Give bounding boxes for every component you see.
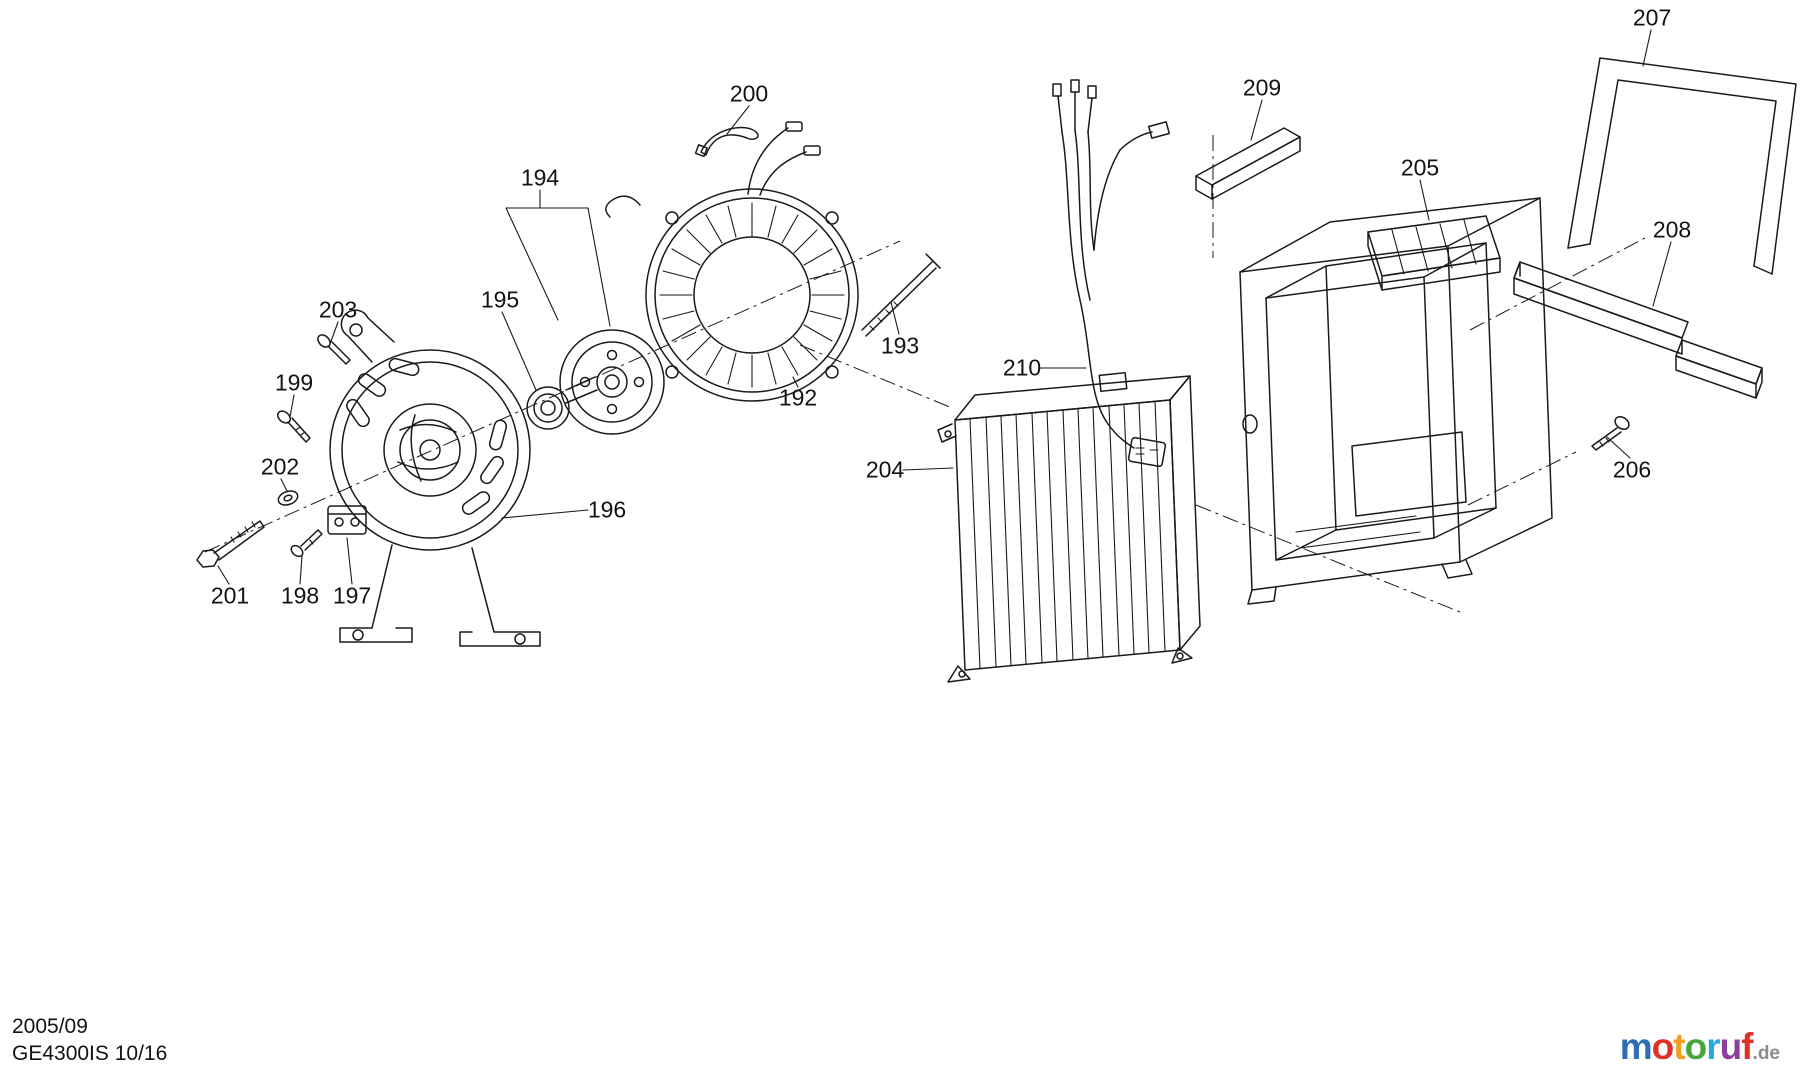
screw-198 bbox=[290, 529, 323, 558]
brand-letter-3-o: o bbox=[1684, 1026, 1708, 1067]
leader-lines bbox=[217, 29, 1672, 585]
brand-logo[interactable]: motoruf.de bbox=[1620, 1028, 1780, 1065]
part-label-198: 198 bbox=[280, 582, 320, 609]
brand-letter-6-f: f bbox=[1741, 1026, 1753, 1067]
handle-207 bbox=[1567, 57, 1797, 275]
stator-192 bbox=[605, 121, 859, 402]
part-label-194: 194 bbox=[520, 164, 560, 191]
screw-206 bbox=[1591, 416, 1630, 451]
part-label-192: 192 bbox=[778, 384, 818, 411]
part-label-197: 197 bbox=[332, 582, 372, 609]
bar-208 bbox=[1513, 261, 1763, 399]
footer-model-code: GE4300IS 10/16 bbox=[12, 1042, 168, 1065]
rotor-194 bbox=[559, 329, 665, 435]
bolt-193 bbox=[861, 253, 941, 337]
part-label-195: 195 bbox=[480, 286, 520, 313]
housing-frame bbox=[1239, 197, 1553, 605]
part-label-209: 209 bbox=[1242, 74, 1282, 101]
wiring-harness-210 bbox=[1052, 79, 1170, 468]
part-label-204: 204 bbox=[865, 456, 905, 483]
washer-202 bbox=[277, 490, 299, 506]
brand-letter-1-o: o bbox=[1651, 1026, 1675, 1067]
brand-tld: .de bbox=[1752, 1043, 1780, 1064]
top-panel-205 bbox=[1367, 215, 1501, 291]
part-label-208: 208 bbox=[1652, 216, 1692, 243]
brand-letter-4-r: r bbox=[1706, 1026, 1720, 1067]
footer-date-code: 2005/09 bbox=[12, 1015, 88, 1038]
part-label-206: 206 bbox=[1612, 456, 1652, 483]
brand-letter-0-m: m bbox=[1619, 1026, 1653, 1067]
bolt-201 bbox=[196, 520, 265, 568]
part-label-196: 196 bbox=[587, 496, 627, 523]
part-label-205: 205 bbox=[1400, 154, 1440, 181]
screw-203 bbox=[317, 334, 351, 365]
cable-tie-200 bbox=[694, 126, 759, 158]
part-label-199: 199 bbox=[274, 369, 314, 396]
brand-letter-5-u: u bbox=[1719, 1026, 1743, 1067]
footer-codes: 2005/09 GE4300IS 10/16 bbox=[12, 1013, 167, 1067]
part-label-203: 203 bbox=[318, 296, 358, 323]
brand-letter-2-t: t bbox=[1673, 1026, 1685, 1067]
fan-housing-196 bbox=[329, 309, 541, 647]
bearing-195 bbox=[526, 386, 570, 430]
part-label-202: 202 bbox=[260, 453, 300, 480]
terminal-block-197 bbox=[327, 505, 367, 535]
inverter-box-204 bbox=[937, 375, 1201, 683]
part-label-201: 201 bbox=[210, 582, 250, 609]
bar-209 bbox=[1195, 127, 1301, 200]
part-label-200: 200 bbox=[729, 80, 769, 107]
center-lines bbox=[204, 135, 1646, 613]
part-label-207: 207 bbox=[1632, 4, 1672, 31]
screw-199 bbox=[276, 410, 311, 443]
brand-wordmark: motoruf bbox=[1619, 1026, 1754, 1067]
part-label-193: 193 bbox=[880, 332, 920, 359]
part-label-210: 210 bbox=[1002, 354, 1042, 381]
